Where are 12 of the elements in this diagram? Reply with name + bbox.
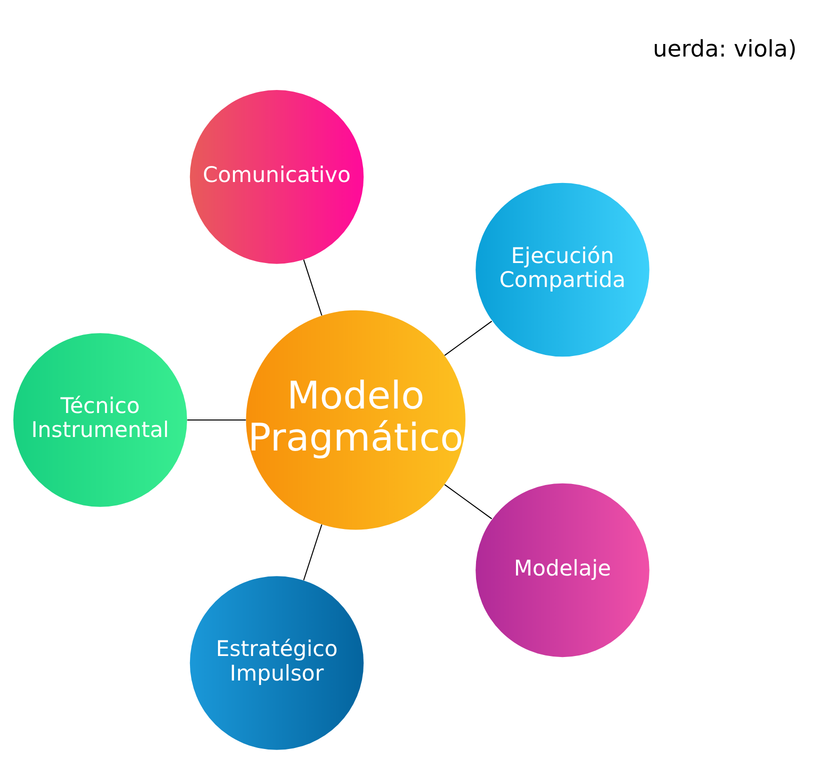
connector	[444, 484, 492, 520]
node-circle: Modelaje	[476, 483, 650, 658]
connector	[444, 320, 492, 356]
connector	[187, 419, 246, 420]
connector	[303, 260, 322, 316]
node-circle: Comunicativo	[190, 90, 364, 264]
node-circle: Modelo Pragmático	[246, 310, 466, 530]
connector	[303, 524, 322, 580]
node-circle: Estratégico Impulsor	[190, 576, 364, 750]
node-circle: Ejecución Compartida	[476, 182, 650, 357]
node-circle: Técnico Instrumental	[13, 333, 188, 507]
label: uerda: viola)	[652, 36, 797, 62]
